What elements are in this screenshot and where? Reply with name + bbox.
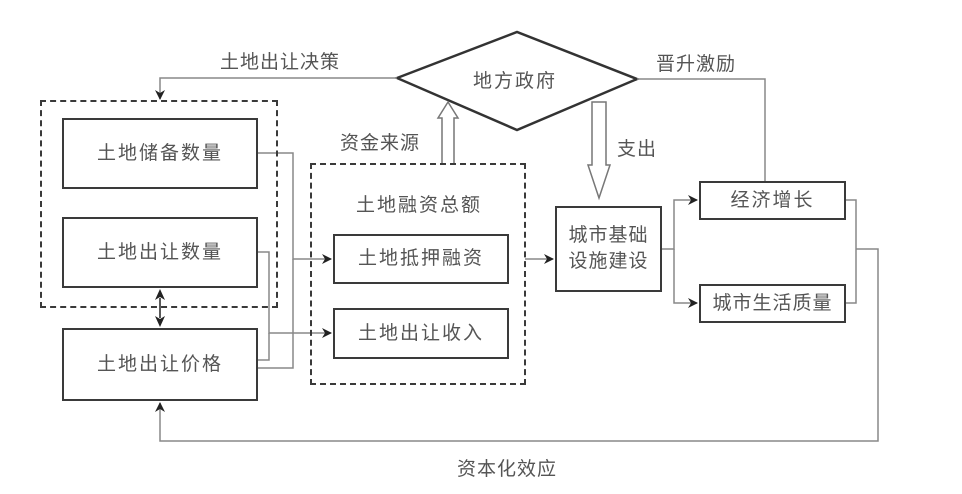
arrowhead-up <box>155 289 165 300</box>
urban-infrastructure-line1: 城市基础 <box>568 224 649 247</box>
funding-source-hollow-arrow <box>436 100 460 163</box>
local-government-label: 地方政府 <box>473 70 558 92</box>
land-transfer-decision-label: 土地出让决策 <box>220 51 341 73</box>
edge-infrastructure-to-life-quality <box>673 249 698 308</box>
funding-source-label: 资金来源 <box>340 132 421 154</box>
expenditure-hollow-arrow <box>586 101 612 201</box>
edge-infrastructure-to-growth <box>661 195 698 250</box>
urban-infrastructure-box[interactable]: 城市基础 设施建设 <box>555 206 662 292</box>
arrowhead-down <box>155 316 165 327</box>
land-financing-group <box>310 163 526 385</box>
edge-land-transfer-decision <box>155 77 397 100</box>
land-transfer-quantity-box[interactable]: 土地出让数量 <box>62 217 258 288</box>
economic-growth-box[interactable]: 经济增长 <box>699 181 846 220</box>
edge-growth-merge <box>845 199 857 304</box>
edge-price-to-revenue <box>257 333 270 361</box>
land-transfer-price-box[interactable]: 土地出让价格 <box>62 328 258 401</box>
urban-infrastructure-line2: 设施建设 <box>568 250 649 272</box>
edge-quantity-to-revenue <box>257 251 332 338</box>
edge-promotion-incentive <box>637 78 766 181</box>
land-financing-total-label: 土地融资总额 <box>356 194 483 216</box>
land-mortgage-financing-box[interactable]: 土地抵押融资 <box>333 234 509 284</box>
land-reserve-quantity-box[interactable]: 土地储备数量 <box>62 118 258 189</box>
urban-life-quality-box[interactable]: 城市生活质量 <box>699 284 846 323</box>
land-transfer-revenue-box[interactable]: 土地出让收入 <box>333 308 509 359</box>
edge-price-to-mortgage <box>257 259 294 369</box>
edge-capitalization-effect <box>155 248 879 442</box>
capitalization-effect-label: 资本化效应 <box>457 458 558 480</box>
expenditure-label: 支出 <box>617 138 658 160</box>
promotion-incentive-label: 晋升激励 <box>656 53 737 75</box>
land-supply-group <box>40 100 278 308</box>
edge-reserve-to-mortgage <box>257 152 332 264</box>
